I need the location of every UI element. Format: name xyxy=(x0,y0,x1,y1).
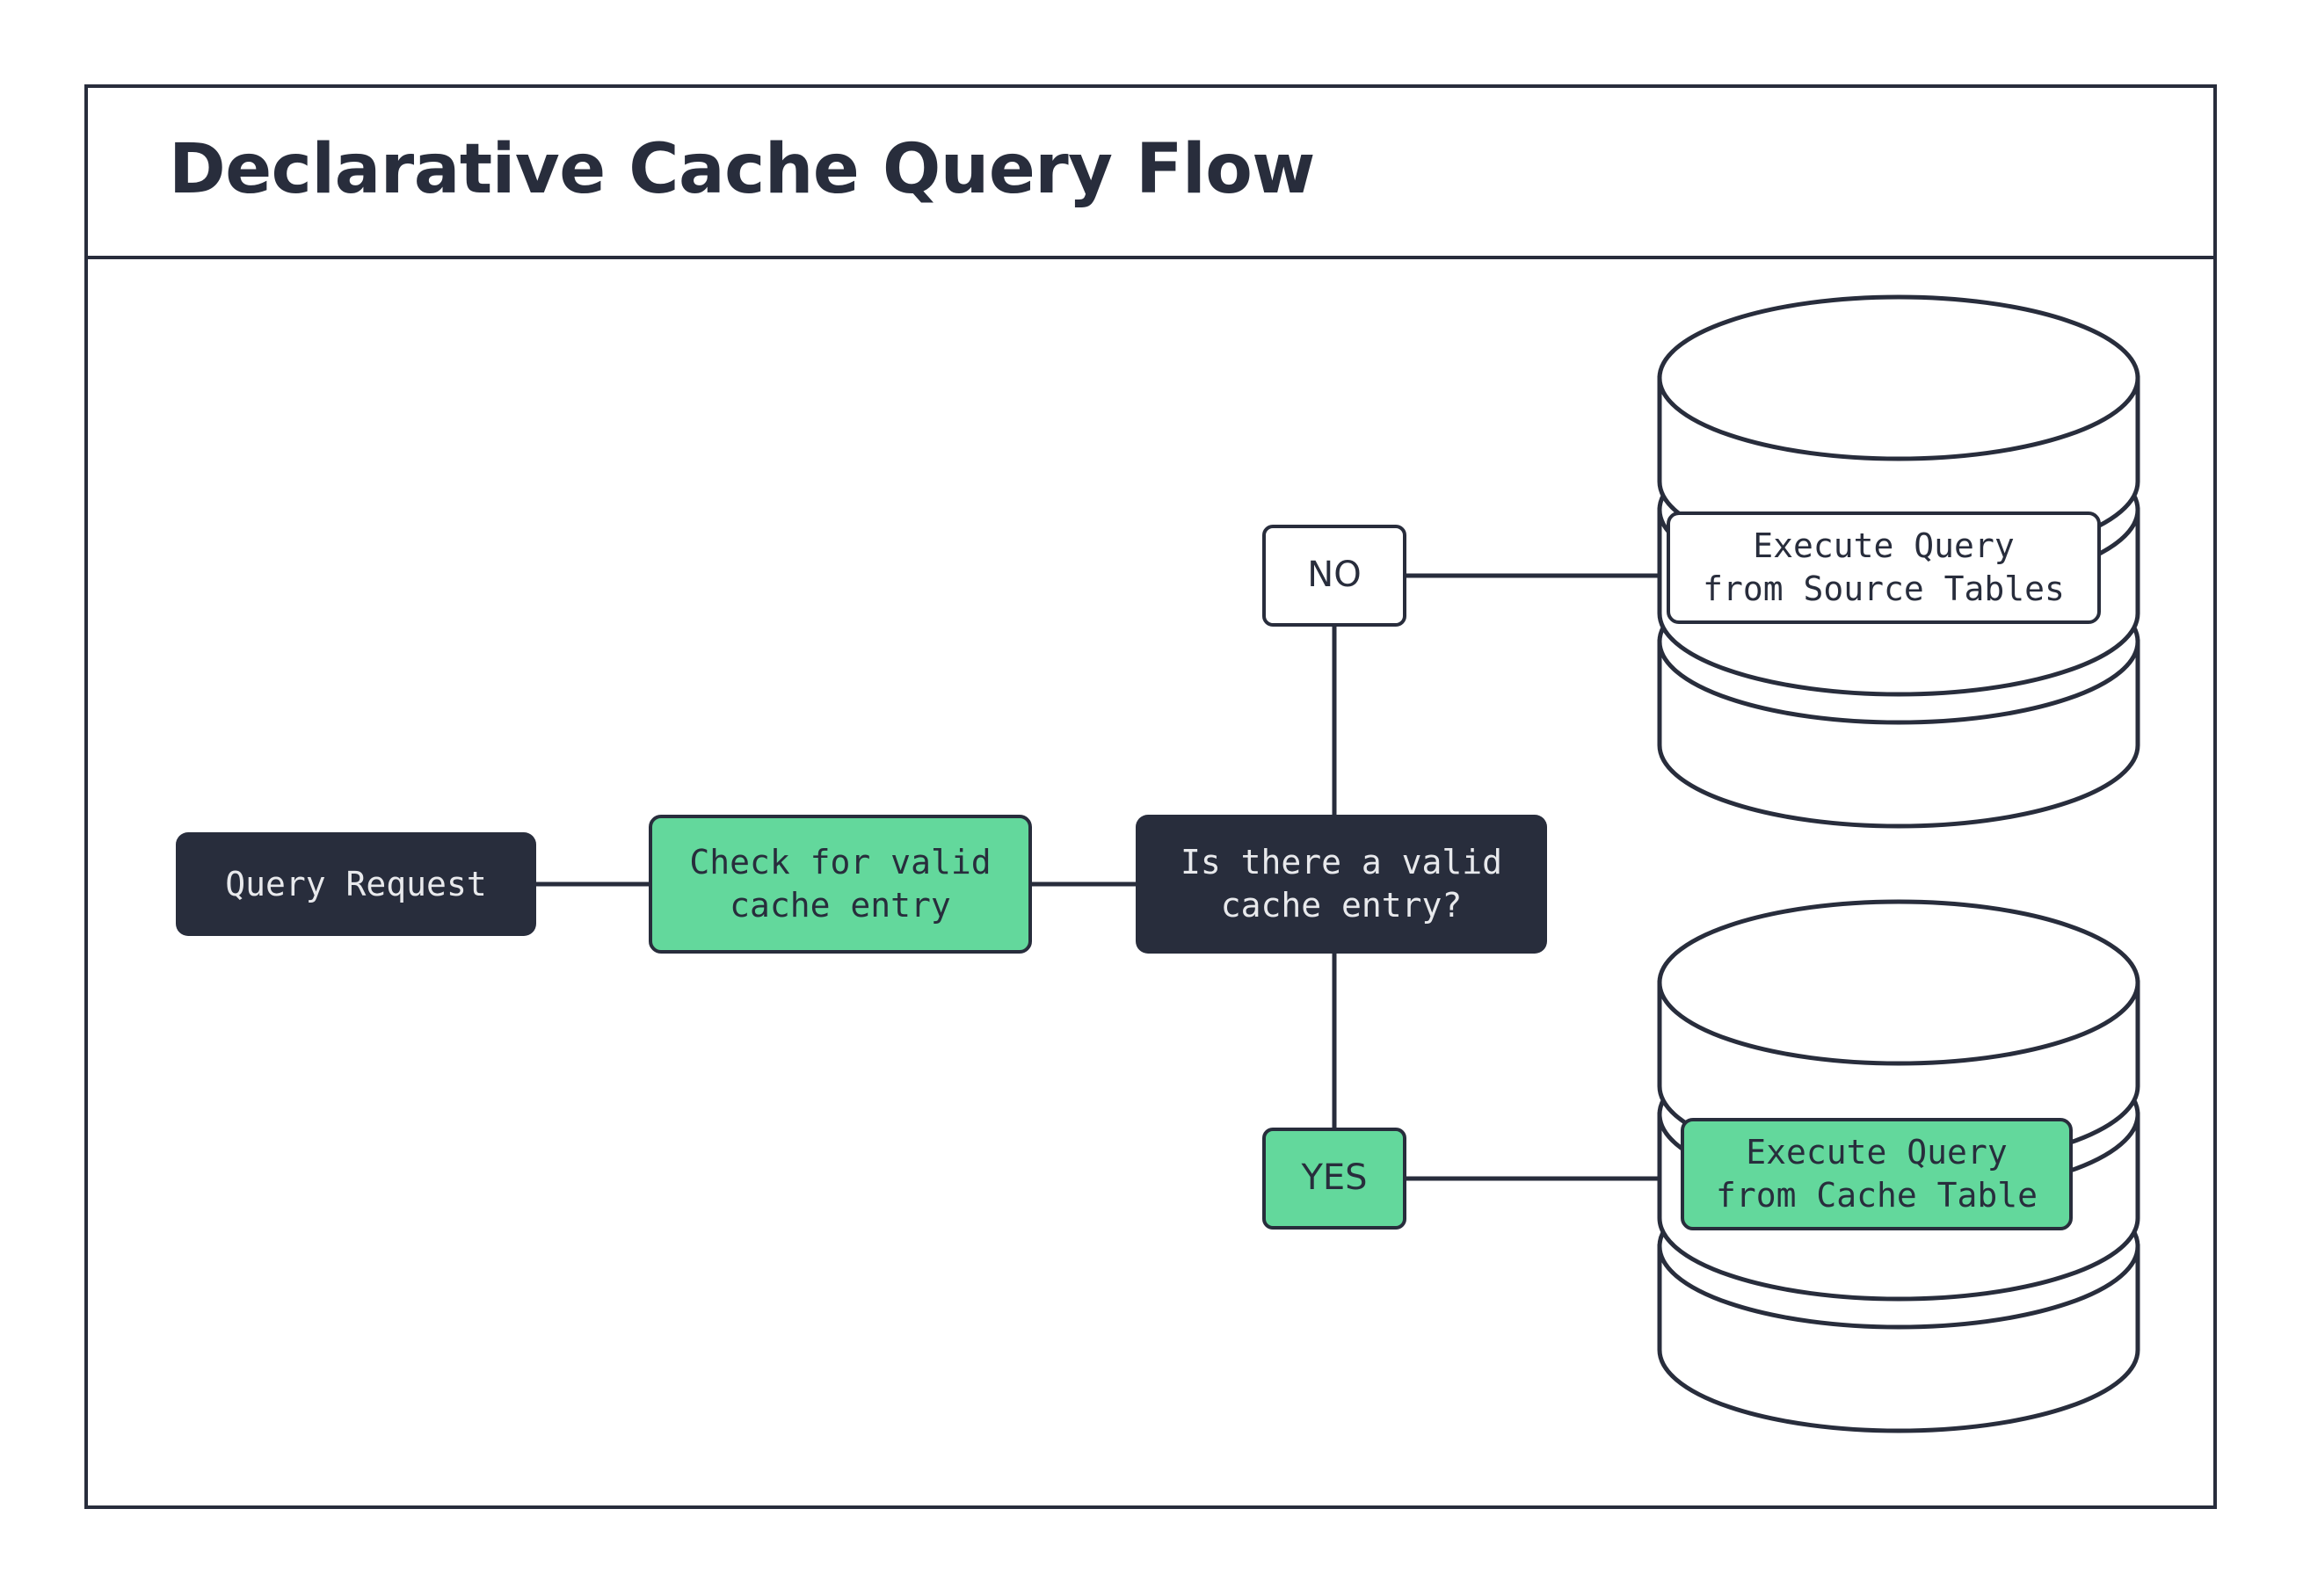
node-execute-query-from-cache-table[interactable]: Execute Query from Cache Table xyxy=(1681,1118,2073,1230)
node-check-for-valid-cache-entry[interactable]: Check for valid cache entry xyxy=(649,815,1032,954)
node-execute-query-from-source-tables[interactable]: Execute Query from Source Tables xyxy=(1667,511,2101,624)
diagram-frame xyxy=(84,84,2217,1509)
node-query-request[interactable]: Query Request xyxy=(176,832,536,936)
node-decision-valid-cache-entry[interactable]: Is there a valid cache entry? xyxy=(1136,815,1547,954)
branch-label-no[interactable]: NO xyxy=(1262,525,1406,627)
header-divider xyxy=(84,256,2217,259)
branch-label-yes[interactable]: YES xyxy=(1262,1128,1406,1230)
page-title: Declarative Cache Query Flow xyxy=(169,130,1315,209)
